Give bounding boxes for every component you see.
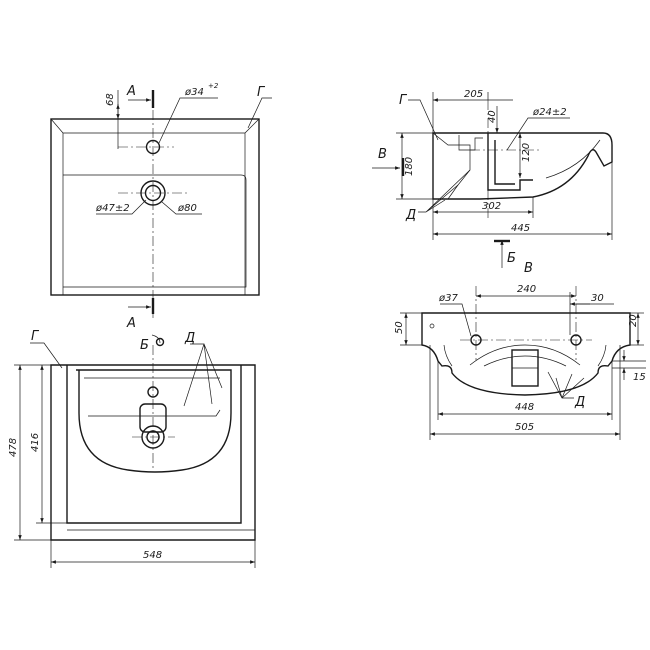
detail-label-front: Д	[184, 331, 195, 346]
view-v-outline	[421, 312, 631, 396]
dim-15: 15	[633, 372, 646, 383]
dim-120: 120	[521, 143, 532, 162]
dim-40: 40	[487, 110, 498, 123]
corner-label-top: Г	[257, 85, 266, 100]
dim-445: 445	[511, 223, 530, 234]
dim-30: 30	[591, 293, 604, 304]
front-bowl	[76, 369, 232, 473]
view-letter-b-arrow: Б	[507, 251, 516, 266]
basin-rim	[50, 118, 260, 295]
dim-20: 20	[628, 314, 639, 327]
dim-tap-offset: 68	[105, 93, 116, 106]
front-outline	[50, 364, 256, 541]
section-a-view: 205 40 ø24±2 120 180 В Г Д 302 445	[372, 89, 613, 268]
drain-hole	[144, 184, 162, 202]
dim-height-inner: 416	[30, 433, 41, 452]
dim-width: 548	[143, 550, 162, 561]
dim-drain-hole: ø47±2	[95, 203, 130, 214]
dim-overflow-hole: ø24±2	[532, 107, 567, 118]
corner-label-section: Г	[399, 93, 408, 108]
dim-tap-hole: ø34	[184, 87, 204, 98]
view-letter-b: Б	[140, 338, 149, 353]
corner-label-front: Г	[31, 329, 40, 344]
dim-302: 302	[482, 201, 501, 212]
view-v-bowl	[469, 344, 581, 366]
view-v-title: В	[524, 261, 533, 276]
dim-view-hole: ø37	[438, 293, 458, 304]
dim-height-total: 478	[8, 438, 19, 457]
front-view: Б Д Г 478 416 548	[8, 329, 256, 568]
dim-180: 180	[404, 157, 415, 176]
section-outline	[432, 132, 613, 200]
dim-tap-hole-tol: +2	[208, 82, 219, 90]
dim-505: 505	[515, 422, 534, 433]
top-view: А А 68 ø34 +2 Г ø47±2 ø80	[50, 82, 272, 331]
detail-label-view: Д	[574, 395, 585, 410]
dim-448: 448	[515, 402, 534, 413]
section-letter-top: А	[126, 84, 136, 99]
detail-label-section: Д	[405, 208, 416, 223]
dim-240: 240	[517, 284, 536, 295]
bowl-outline	[63, 174, 247, 288]
dim-205: 205	[464, 89, 483, 100]
section-letter-bottom: А	[126, 316, 136, 331]
basin-outline	[50, 118, 260, 296]
view-v: В ø37 240 30 50 20	[394, 261, 646, 440]
view-letter-v: В	[378, 147, 387, 162]
drain-outer	[140, 180, 166, 206]
dim-50: 50	[394, 321, 405, 334]
dim-drain-outer: ø80	[177, 203, 197, 214]
tap-hole	[145, 139, 161, 155]
